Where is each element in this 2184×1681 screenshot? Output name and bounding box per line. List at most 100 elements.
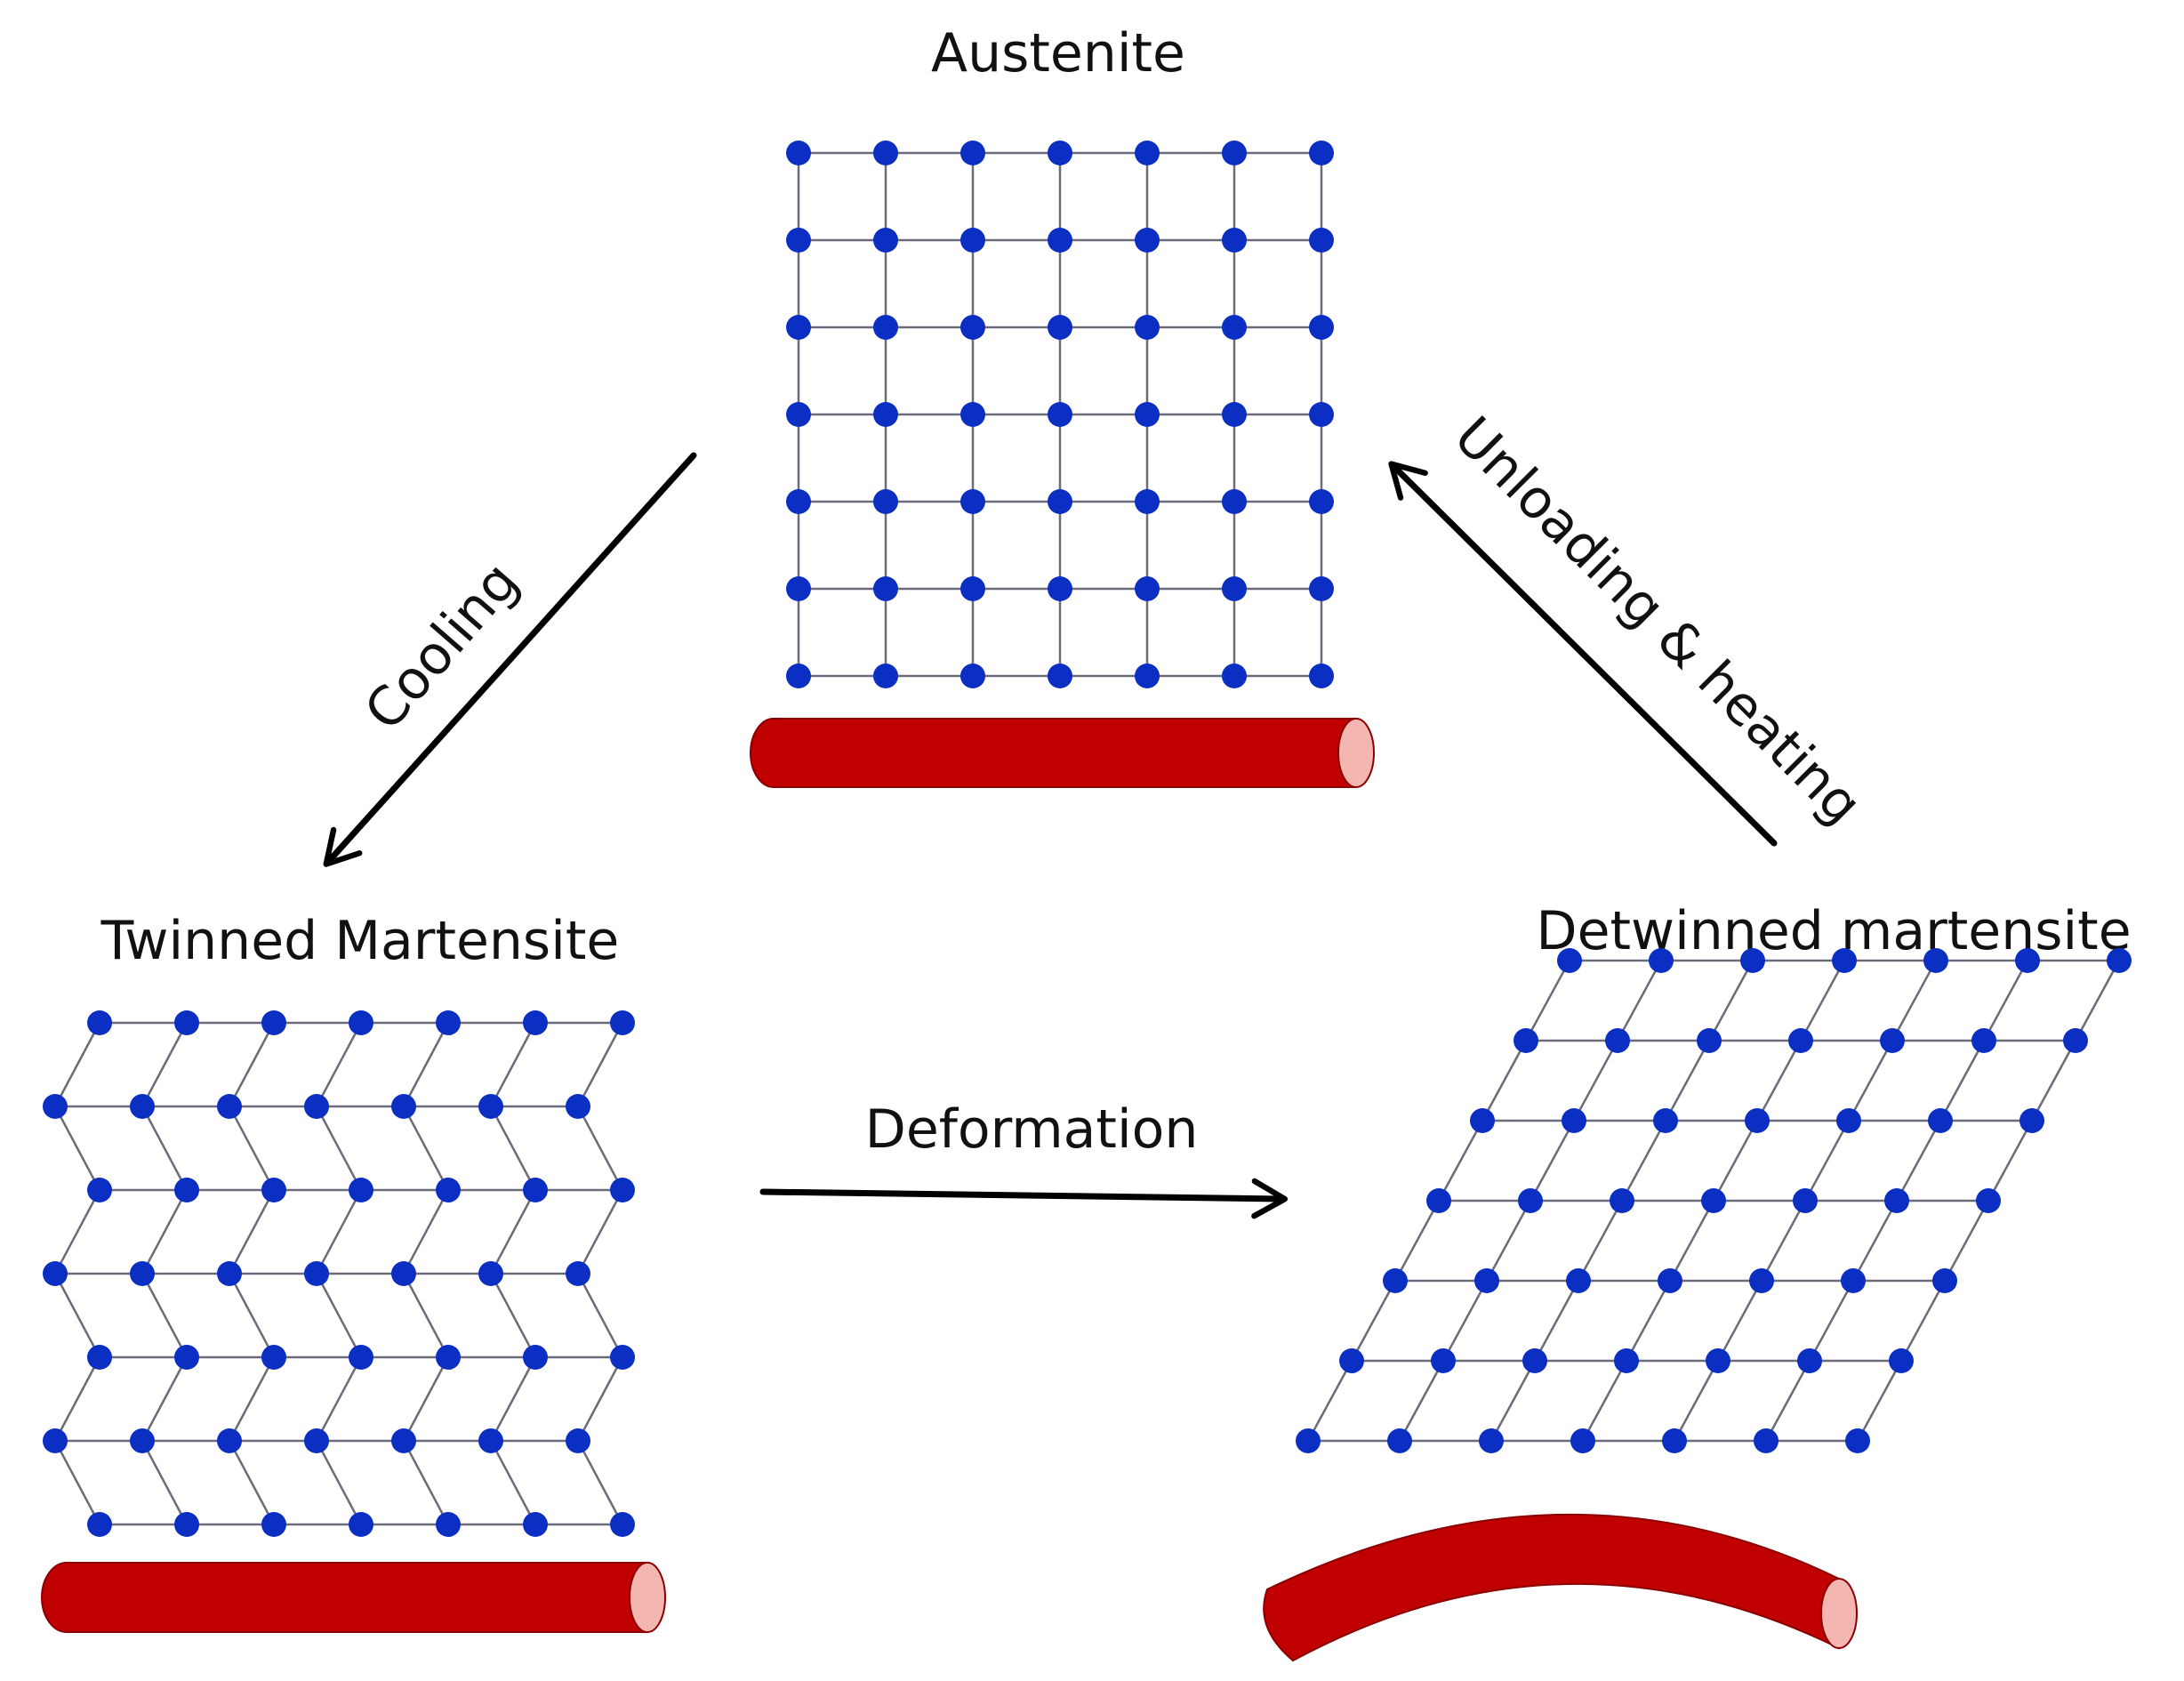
detwinned-bond — [1847, 1040, 1894, 1122]
twinned-atom — [87, 1345, 112, 1370]
detwinned-bond — [1393, 1200, 1441, 1282]
twinned-atom — [349, 1512, 373, 1537]
austenite-atom — [960, 576, 985, 601]
austenite-atom — [1135, 576, 1160, 601]
detwinned-atom — [1557, 948, 1582, 973]
detwinned-bond — [1760, 1200, 1807, 1282]
twinned-atom — [130, 1428, 155, 1453]
detwinned-bond — [1350, 1280, 1397, 1362]
detwinned-bond — [1441, 1280, 1489, 1362]
detwinned-atom — [1880, 1028, 1905, 1053]
detwinned-bond — [1572, 1040, 1619, 1122]
twinned-martensite-wire — [41, 1562, 666, 1633]
austenite-wire — [750, 718, 1375, 788]
austenite-atom — [873, 315, 898, 340]
twinned-bond — [489, 1022, 537, 1107]
twinned-atom — [174, 1345, 199, 1370]
detwinned-atom — [1971, 1028, 1996, 1053]
austenite-atom — [960, 228, 985, 253]
detwinned-atom — [1701, 1188, 1726, 1213]
twinned-bond — [141, 1189, 189, 1275]
twinned-atom — [130, 1261, 155, 1286]
austenite-atom — [1048, 402, 1072, 427]
austenite-lattice — [786, 141, 1334, 688]
twinned-atom — [217, 1094, 242, 1119]
austenite-atom — [786, 402, 811, 427]
twinned-atom — [174, 1178, 199, 1202]
twinned-bond — [315, 1273, 363, 1358]
detwinned-bond — [1939, 1040, 1986, 1122]
detwinned-atom — [1562, 1108, 1586, 1133]
deformation-label: Deformation — [865, 1098, 1199, 1161]
detwinned-atom — [2019, 1108, 2044, 1133]
twinned-atom — [523, 1010, 548, 1035]
detwinned-bond — [1764, 1360, 1811, 1442]
detwinned-bond — [1668, 1200, 1715, 1282]
austenite-atom — [873, 141, 898, 165]
twinned-atom — [391, 1428, 416, 1453]
twinned-bond — [489, 1189, 537, 1275]
twinned-bond — [228, 1440, 276, 1525]
detwinned-bond — [1755, 1040, 1803, 1122]
detwinned-atom — [1923, 948, 1948, 973]
detwinned-atom — [1832, 948, 1857, 973]
detwinned-bond — [1808, 1280, 1855, 1362]
detwinned-bond — [1707, 960, 1754, 1042]
detwinned-atom — [1387, 1428, 1412, 1453]
detwinned-atom — [1749, 1268, 1774, 1293]
austenite-atom — [1048, 228, 1072, 253]
detwinned-atom — [1658, 1268, 1682, 1293]
austenite-atom — [1222, 576, 1247, 601]
austenite-atom — [1135, 228, 1160, 253]
twinned-atom — [261, 1010, 286, 1035]
austenite-atom — [1048, 489, 1072, 514]
austenite-atom — [960, 489, 985, 514]
detwinned-atom — [1610, 1188, 1634, 1213]
detwinned-bond — [1982, 960, 2029, 1042]
austenite-atom — [1048, 315, 1072, 340]
detwinned-atom — [1566, 1268, 1591, 1293]
twinned-bond — [315, 1189, 363, 1275]
austenite-atom — [873, 489, 898, 514]
cooling-label: Cooling — [353, 551, 531, 743]
detwinned-atom — [1788, 1028, 1813, 1053]
detwinned-bond — [2030, 1040, 2077, 1122]
detwinned-bond — [1481, 1040, 1528, 1122]
twinned-bond — [576, 1189, 624, 1275]
austenite-atom — [1135, 489, 1160, 514]
detwinned-bond — [1306, 1360, 1353, 1442]
austenite-atom — [786, 489, 811, 514]
detwinned-atom — [1383, 1268, 1408, 1293]
twinned-atom — [391, 1261, 416, 1286]
twinned-atom — [43, 1261, 68, 1286]
austenite-atom — [1222, 664, 1247, 688]
twinned-bond — [576, 1440, 624, 1525]
unloading-heating-label: Unloading & heating — [1442, 405, 1874, 836]
twinned-bond — [228, 1356, 276, 1442]
twinned-bond — [315, 1356, 363, 1442]
twinned-atom — [304, 1428, 329, 1453]
twinned-atom — [130, 1094, 155, 1119]
twinned-bond — [141, 1022, 189, 1107]
cooling-arrow — [323, 452, 697, 867]
detwinned-atom — [1662, 1428, 1687, 1453]
twinned-atom — [87, 1512, 112, 1537]
twinned-atom — [174, 1512, 199, 1537]
detwinned-bond — [1856, 1360, 1903, 1442]
detwinned-atom — [2063, 1028, 2088, 1053]
detwinned-atom — [1932, 1268, 1957, 1293]
detwinned-atom — [1649, 948, 1674, 973]
twinned-atom — [610, 1512, 635, 1537]
austenite-atom — [1309, 402, 1334, 427]
detwinned-atom — [1605, 1028, 1630, 1053]
twinned-bond — [576, 1356, 624, 1442]
detwinned-atom — [1928, 1108, 1953, 1133]
twinned-atom — [304, 1261, 329, 1286]
austenite-atom — [786, 664, 811, 688]
detwinned-atom — [1518, 1188, 1543, 1213]
twinned-atom — [349, 1010, 373, 1035]
twinned-atom — [523, 1512, 548, 1537]
austenite-atom — [1135, 141, 1160, 165]
austenite-atom — [960, 315, 985, 340]
austenite-atom — [1135, 315, 1160, 340]
